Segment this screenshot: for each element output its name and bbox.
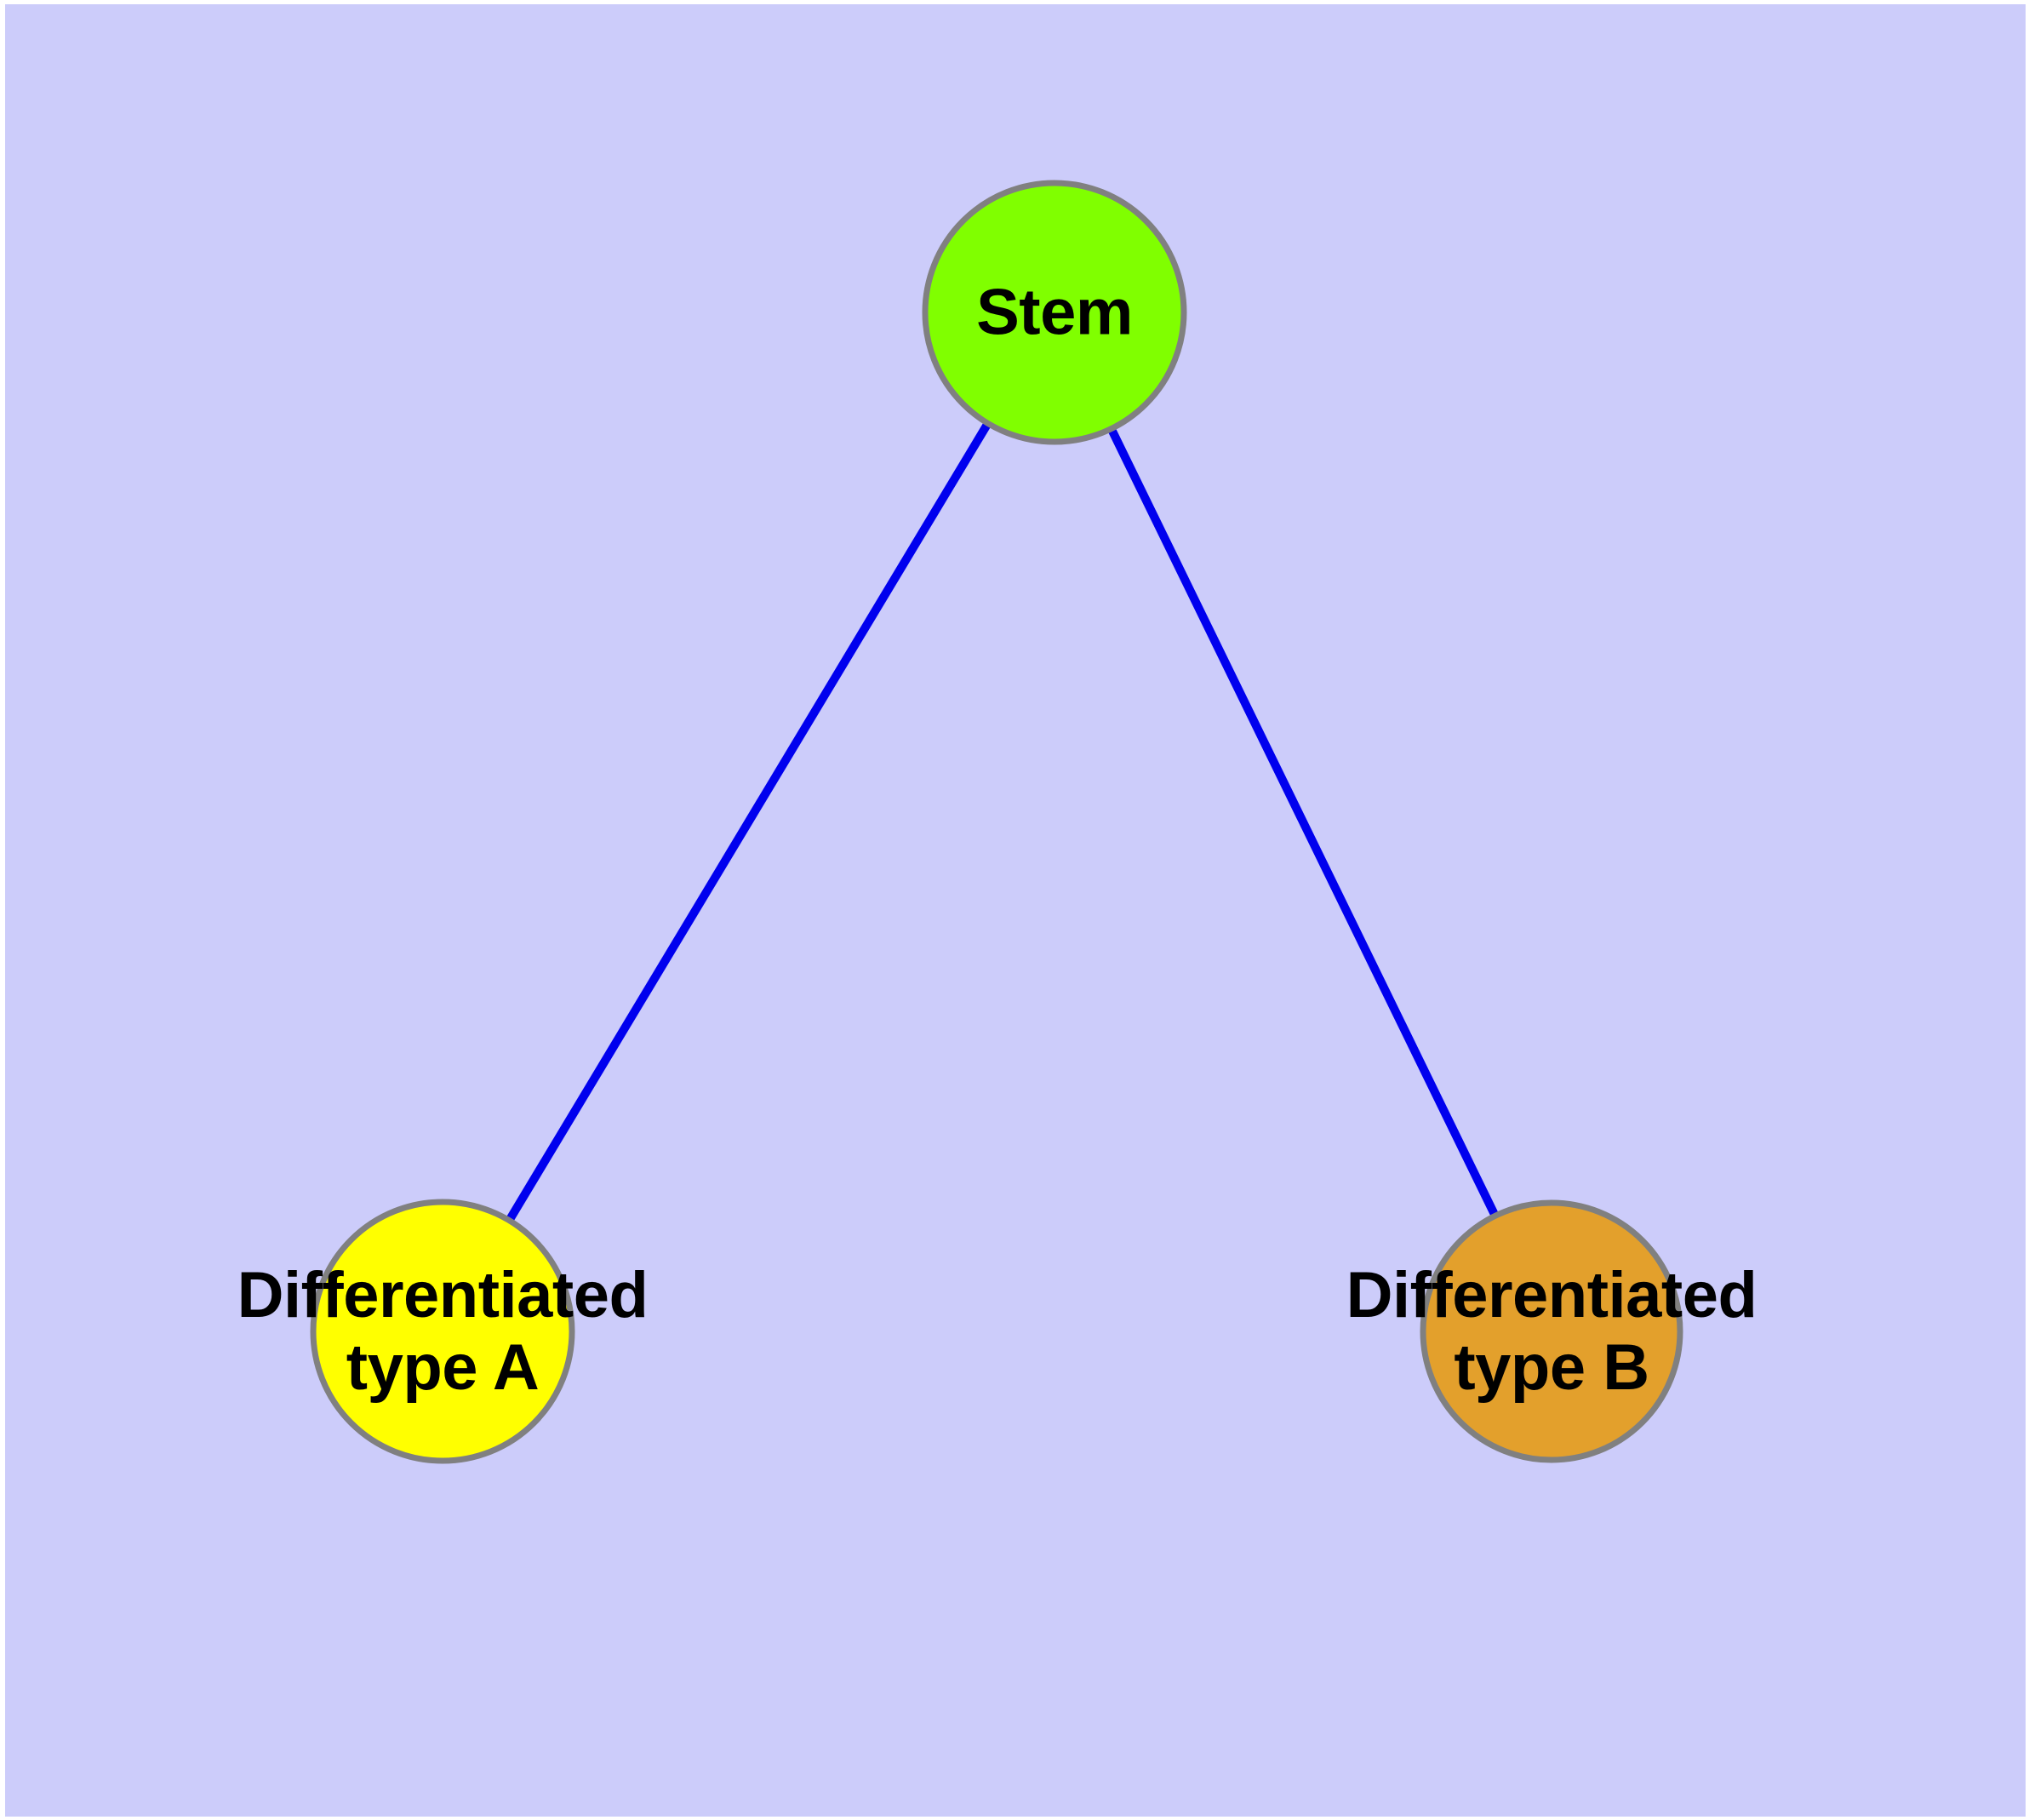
edges-layer	[504, 420, 1500, 1224]
graph-node-diff_a[interactable]	[310, 1199, 575, 1464]
graph-edge-stem-diff_a	[504, 420, 993, 1224]
nodes-layer	[310, 180, 1683, 1464]
graph-node-diff_b[interactable]	[1420, 1199, 1683, 1463]
graph-edge-stem-diff_b	[1106, 425, 1500, 1220]
graph-node-stem[interactable]	[922, 180, 1187, 445]
